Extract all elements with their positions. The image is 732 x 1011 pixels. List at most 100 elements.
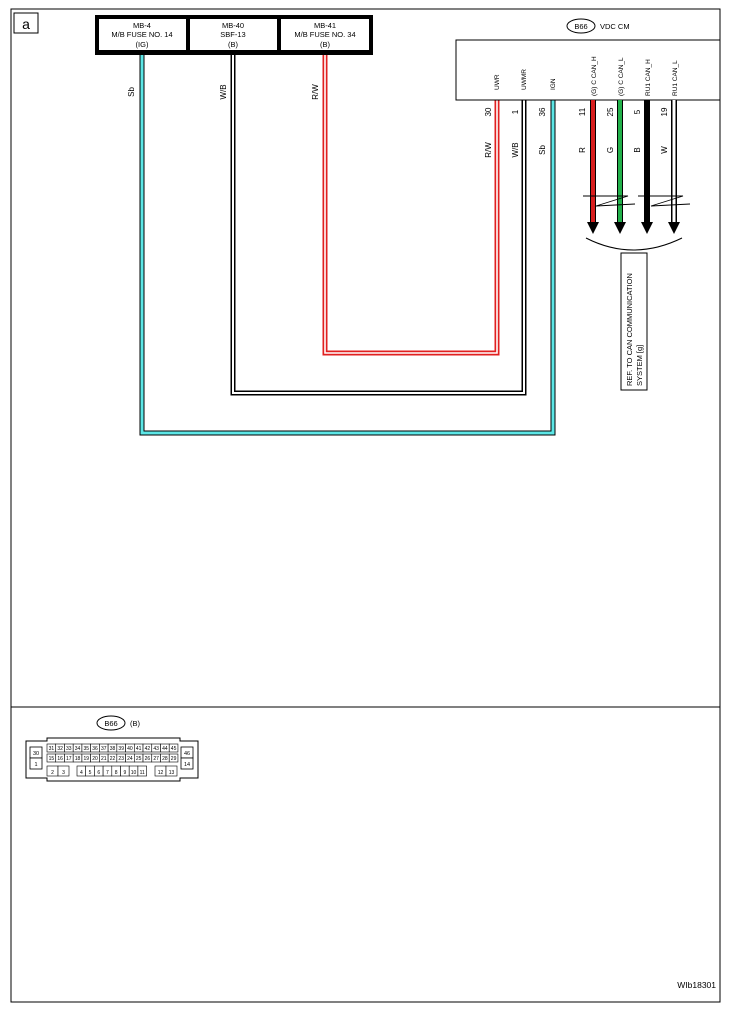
connector-pin-40: 40 [127,746,133,752]
fuse-3-line3: (B) [320,40,331,49]
color-label-g: G [606,147,615,153]
can-arrow-g [614,222,626,234]
fuse-1-line1: MB-4 [133,21,151,30]
connector-pin-28: 28 [162,756,168,762]
conn-pin-box-right-bottom [180,757,194,770]
module-pin-numbers: 30 1 36 11 25 5 19 [484,107,669,116]
twisted-pair-markers [583,195,691,207]
pin-5: 5 [633,109,642,114]
reference-box [620,252,648,391]
connector-pin-25: 25 [136,756,142,762]
terminal-label-ru1-can-l: RU1 CAN_L [672,60,679,96]
module-connector-badge [566,18,596,34]
connector-pin-36: 36 [92,746,98,752]
connector-pin-6: 6 [97,770,100,776]
panel-letter-box [13,12,39,34]
wire-label-sb: Sb [127,87,136,97]
wire-rw [322,55,500,356]
connector-pin-4: 4 [80,770,83,776]
fuse-2-line3: (B) [228,40,239,49]
figure-id: WIb18301 [677,980,716,990]
conn-pin-14: 14 [184,762,190,768]
connector-pin-cell [137,765,147,777]
connector-pin-5: 5 [89,770,92,776]
module-connector-code: B66 [574,22,587,31]
pin-11: 11 [578,107,587,116]
terminal-label-ccan-h: (G) C CAN_H [591,56,598,96]
connector-pin-10: 10 [131,770,137,776]
can-arrow-r [587,222,599,234]
color-label-wb: W/B [511,142,520,157]
connector-pin-13: 13 [169,770,175,776]
wire-wb [230,55,527,396]
connector-pin-17: 17 [66,756,72,762]
connector-pin-15: 15 [49,756,55,762]
terminal-label-uwr: UWR [494,74,501,90]
terminal-label-ccan-l: (G) C CAN_L [618,57,625,96]
connector-pin-45: 45 [171,746,177,752]
connector-pin-37: 37 [101,746,107,752]
can-wire-b [644,100,650,222]
fuse-2-line1: MB-40 [222,21,244,30]
connector-pin-2: 2 [51,770,54,776]
connector-pin-cell [168,753,179,763]
connector-pin-24: 24 [127,756,133,762]
reference-line1: REF. TO CAN COMMUNICATION [625,273,634,386]
connector-view-code: B66 [104,719,117,728]
conn-pin-30: 30 [33,751,39,757]
connector-pin-11: 11 [140,770,145,776]
color-label-sb: Sb [538,145,547,155]
pin-1: 1 [511,109,520,114]
can-group-bracket [585,237,683,251]
terminal-label-ign: IGN [550,78,557,90]
color-label-w: W [660,146,669,154]
color-label-b: B [633,147,642,152]
connector-pin-35: 35 [84,746,90,752]
page-frame [10,8,721,1003]
connector-view-suffix: (B) [130,719,141,728]
connector-pin-42: 42 [145,746,151,752]
connector-pin-18: 18 [75,756,81,762]
module-name: VDC CM [600,22,630,31]
panel-letter: a [22,16,30,32]
connector-pin-21: 21 [101,756,107,762]
fuse-box-1 [99,19,186,50]
connector-pin-31: 31 [49,746,55,752]
conn-pin-box-left-bottom [29,757,43,770]
connector-pin-cell [168,743,179,753]
connector-pin-43: 43 [153,746,159,752]
can-wire-g [618,100,622,222]
connector-pin-22: 22 [110,756,116,762]
fuse-2-line2: SBF-13 [220,30,245,39]
connector-pin-29: 29 [171,756,177,762]
terminal-label-uwmr: UWMR [521,69,528,90]
connector-pin-8: 8 [115,770,118,776]
can-wire-w [672,100,676,222]
connector-pin-23: 23 [118,756,124,762]
fuse-1-line2: M/B FUSE NO. 14 [111,30,172,39]
connector-pin-26: 26 [145,756,151,762]
pin-36: 36 [538,107,547,116]
can-wires [587,100,680,234]
fuse-1-line3: (IG) [136,40,149,49]
pin-19: 19 [660,107,669,116]
conn-pin-1: 1 [34,762,37,768]
fuse-box-2 [190,19,277,50]
reference-line2: SYSTEM [g] [635,345,644,386]
color-label-r: R [578,147,587,153]
connector-pin-41: 41 [136,746,142,752]
connector-pin-12: 12 [158,770,164,776]
fuse-3-line1: MB-41 [314,21,336,30]
connector-pin-39: 39 [118,746,124,752]
module-wire-color-labels: R/W W/B Sb R G B W [484,142,669,158]
can-arrow-b [641,222,653,234]
connector-pin-cell [57,765,70,777]
connector-pin-19: 19 [84,756,90,762]
terminal-label-ru1-can-h: RU1 CAN_H [645,59,652,96]
connector-pin-32: 32 [57,746,63,752]
